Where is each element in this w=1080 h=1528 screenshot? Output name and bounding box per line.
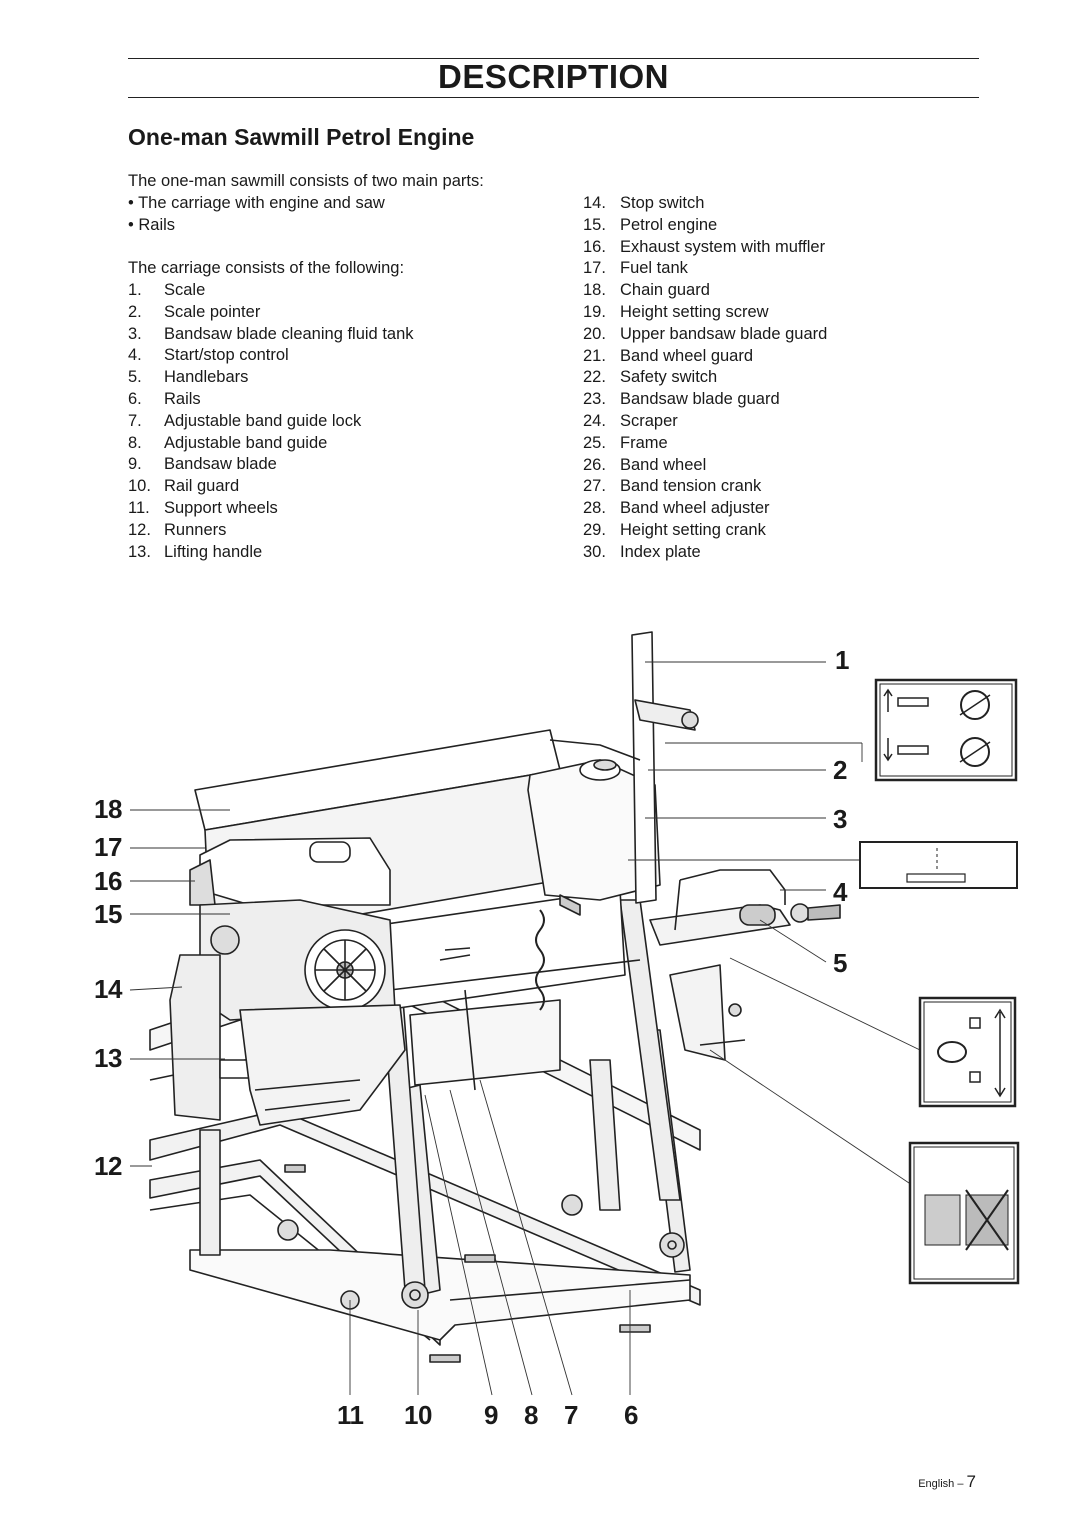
list-item: 2.Scale pointer bbox=[128, 302, 261, 321]
list-item: 18.Chain guard bbox=[583, 281, 710, 300]
scale-drawing bbox=[549, 631, 699, 904]
list-item: 20.Upper bandsaw blade guard bbox=[583, 324, 828, 343]
callout-15: 15 bbox=[94, 899, 122, 929]
list-item: 7.Adjustable band guide lock bbox=[128, 411, 362, 430]
engine-drawing bbox=[169, 837, 406, 1126]
list-item: 6.Rails bbox=[128, 389, 201, 408]
list-item: 9.Bandsaw blade bbox=[128, 455, 277, 474]
band-tension-decal bbox=[859, 841, 1018, 889]
list-item: 13.Lifting handle bbox=[128, 542, 263, 561]
list-item: 5.Handlebars bbox=[128, 368, 249, 387]
carriage-intro: The carriage consists of the following: bbox=[128, 259, 405, 278]
list-item: 4.Start/stop control bbox=[128, 346, 289, 365]
callout-12: 12 bbox=[94, 1151, 122, 1181]
page-heading: DESCRIPTION bbox=[437, 58, 670, 95]
callout-18: 18 bbox=[94, 794, 122, 824]
list-item: 27.Band tension crank bbox=[583, 477, 762, 496]
callout-16: 16 bbox=[94, 866, 122, 896]
callout-2: 2 bbox=[833, 755, 847, 785]
callout-9: 9 bbox=[484, 1400, 498, 1430]
warning-decal bbox=[908, 1141, 1020, 1285]
header-rule-bottom bbox=[128, 97, 979, 98]
callout-3: 3 bbox=[833, 804, 847, 834]
callout-4: 4 bbox=[833, 877, 847, 907]
list-item: 11.Support wheels bbox=[128, 498, 278, 517]
list-item: 25.Frame bbox=[583, 433, 668, 452]
callout-7: 7 bbox=[564, 1400, 578, 1430]
list-item: 29.Height setting crank bbox=[583, 520, 766, 539]
list-item: 15.Petrol engine bbox=[583, 215, 718, 234]
list-item: 16.Exhaust system with muffler bbox=[583, 237, 826, 256]
footer-language: English – bbox=[918, 1478, 964, 1490]
list-item: 26.Band wheel bbox=[583, 455, 707, 474]
list-item: 19.Height setting screw bbox=[583, 302, 769, 321]
intro-text: The one-man sawmill consists of two main… bbox=[128, 172, 484, 190]
page-number: 7 bbox=[966, 1472, 976, 1491]
callout-17: 17 bbox=[94, 832, 122, 862]
intro-column: The one-man sawmill consists of two main… bbox=[128, 171, 484, 563]
intro-bullet: • The carriage with engine and saw bbox=[128, 193, 385, 212]
callout-6: 6 bbox=[624, 1400, 638, 1430]
handlebar-drawing bbox=[649, 869, 841, 946]
parts-list-right: 14.Stop switch 15.Petrol engine 16.Exhau… bbox=[583, 193, 827, 564]
list-item: 21.Band wheel guard bbox=[583, 346, 754, 365]
list-item: 22.Safety switch bbox=[583, 368, 718, 387]
list-item: 28.Band wheel adjuster bbox=[583, 499, 770, 518]
list-item: 10.Rail guard bbox=[128, 477, 240, 496]
callout-14: 14 bbox=[94, 974, 122, 1004]
list-item: 30.Index plate bbox=[583, 542, 701, 561]
callout-1: 1 bbox=[835, 645, 849, 675]
callout-13: 13 bbox=[94, 1043, 122, 1073]
band-guide-drawing bbox=[669, 964, 746, 1061]
callout-5: 5 bbox=[833, 948, 847, 978]
callout-11: 11 bbox=[337, 1400, 364, 1430]
page-footer: English – 7 bbox=[918, 1472, 976, 1492]
header-rule-top bbox=[128, 58, 979, 59]
parts-list-left: 1.Scale 2.Scale pointer 3.Bandsaw blade … bbox=[128, 280, 484, 563]
list-item: 1.Scale bbox=[128, 280, 206, 299]
list-item: 8.Adjustable band guide bbox=[128, 433, 328, 452]
callout-10: 10 bbox=[404, 1400, 432, 1430]
list-item: 17.Fuel tank bbox=[583, 259, 688, 278]
fluid-tank-drawing bbox=[527, 759, 661, 916]
section-title: One-man Sawmill Petrol Engine bbox=[128, 124, 475, 150]
leader-lines bbox=[129, 661, 921, 1396]
callout-8: 8 bbox=[524, 1400, 538, 1430]
list-item: 24.Scraper bbox=[583, 411, 678, 430]
list-item: 14.Stop switch bbox=[583, 194, 705, 212]
list-item: 12.Runners bbox=[128, 520, 227, 539]
intro-bullet: • Rails bbox=[128, 215, 176, 234]
list-item: 23.Bandsaw blade guard bbox=[583, 390, 780, 409]
list-item: 3.Bandsaw blade cleaning fluid tank bbox=[128, 324, 414, 343]
lock-unlock-decal bbox=[918, 996, 1017, 1108]
scale-direction-decal bbox=[874, 678, 1018, 782]
